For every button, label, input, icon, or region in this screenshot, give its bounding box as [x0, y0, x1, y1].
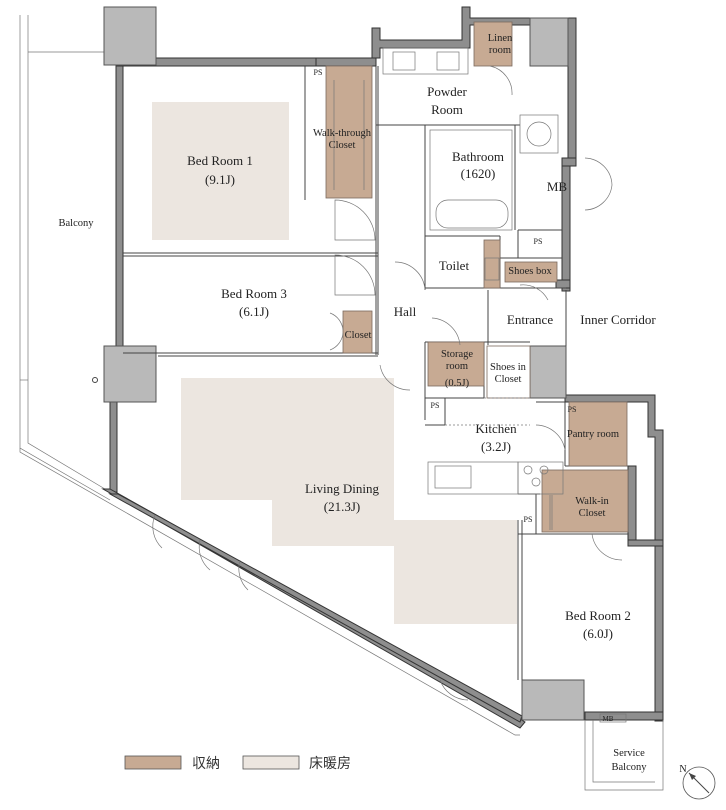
label-ps-2: PS [534, 237, 543, 246]
label-balcony: Balcony [59, 218, 95, 229]
label-living-dining: Living Dining [305, 481, 380, 496]
label-bed-room-3-size: (6.1J) [239, 304, 269, 319]
label-ps-4: PS [568, 405, 577, 414]
label-bed-room-3: Bed Room 3 [221, 286, 287, 301]
compass-icon: N [679, 764, 716, 800]
label-inner-corridor: Inner Corridor [580, 312, 656, 327]
label-shoes-in-closet-2: Closet [495, 374, 522, 385]
label-powder-room-2: Room [431, 102, 463, 117]
label-walk-in-closet-2: Closet [579, 508, 606, 519]
label-walk-through-closet-2: Closet [329, 140, 356, 151]
label-ps-3: PS [431, 401, 440, 410]
label-shoes-box: Shoes box [508, 266, 552, 277]
structural-pillars [103, 6, 585, 721]
floor-heating-regions [152, 102, 517, 624]
label-bed-room-1: Bed Room 1 [187, 153, 253, 168]
legend-storage-label: 収納 [192, 756, 220, 772]
label-entrance: Entrance [507, 312, 553, 327]
legend-heating-label: 床暖房 [309, 756, 351, 772]
label-ps-1: PS [314, 68, 323, 77]
label-service-balcony-2: Balcony [612, 762, 648, 773]
label-shoes-in-closet-1: Shoes in [490, 362, 527, 373]
label-hall: Hall [394, 304, 417, 319]
label-powder-room-1: Powder [427, 84, 467, 99]
label-linen-room-1: Linen [488, 33, 513, 44]
label-living-dining-size: (21.3J) [324, 499, 360, 514]
label-walk-in-closet-1: Walk-in [575, 496, 609, 507]
door-swings [152, 65, 623, 701]
label-bed-room-2-size: (6.0J) [583, 626, 613, 641]
label-storage-room-1: Storage [441, 349, 473, 360]
legend-storage-swatch [124, 755, 182, 770]
legend-heating-swatch [242, 755, 300, 770]
compass-north-label: N [679, 764, 686, 775]
label-kitchen-size: (3.2J) [481, 439, 511, 454]
label-pantry-room: Pantry room [567, 429, 619, 440]
label-storage-room-2: room [446, 361, 468, 372]
label-bathroom: Bathroom [452, 149, 504, 164]
label-ps-5: PS [524, 515, 533, 524]
label-kitchen: Kitchen [475, 421, 517, 436]
label-linen-room-2: room [489, 45, 511, 56]
label-closet: Closet [345, 330, 372, 341]
label-bed-room-1-size: (9.1J) [205, 172, 235, 187]
label-toilet: Toilet [439, 258, 470, 273]
interior-partitions [123, 66, 628, 680]
service-balcony-area [584, 713, 664, 791]
legend: 収納 床暖房 [124, 755, 351, 772]
label-service-balcony-1: Service [613, 748, 645, 759]
exterior-walls [101, 6, 664, 729]
balcony-area [19, 15, 520, 736]
fixtures [333, 47, 564, 530]
label-bed-room-2: Bed Room 2 [565, 608, 631, 623]
label-storage-room-size: (0.5J) [445, 378, 470, 389]
label-mb: MB [547, 179, 568, 194]
label-walk-through-closet-1: Walk-through [313, 128, 372, 139]
label-mb-2: MB [603, 715, 614, 723]
label-bathroom-size: (1620) [461, 166, 496, 181]
